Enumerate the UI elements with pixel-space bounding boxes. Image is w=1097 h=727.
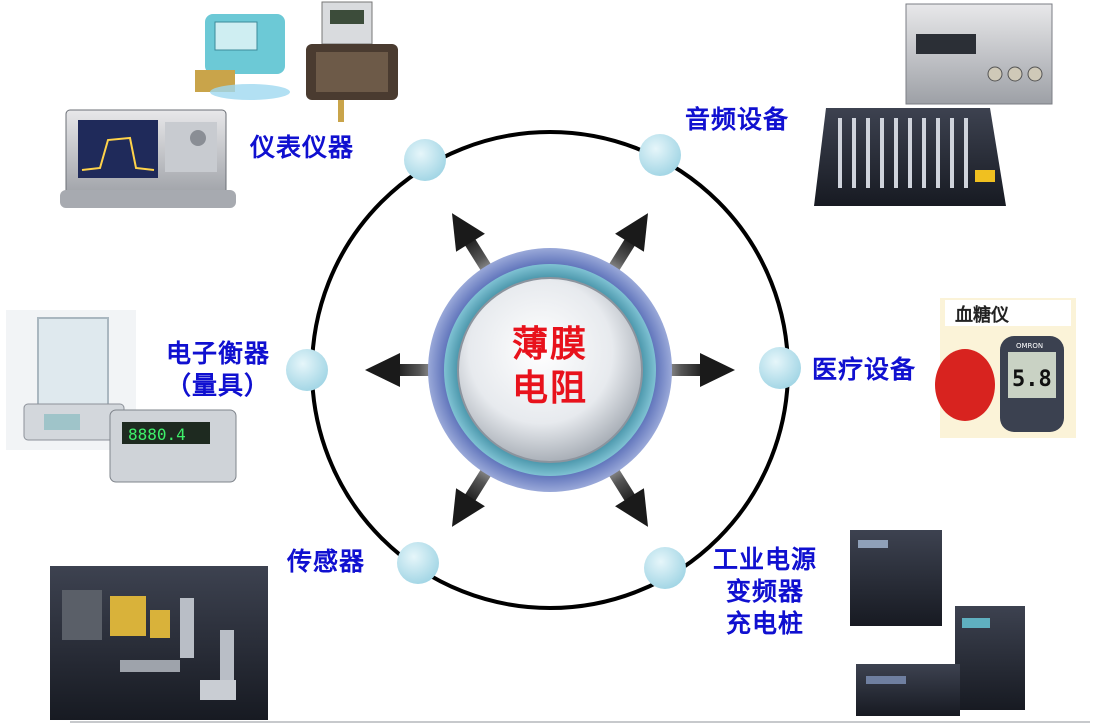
node-sensor: [397, 542, 439, 584]
label-scale-line1: 电子衡器: [165, 339, 270, 368]
node-scale: [286, 349, 328, 391]
center-hub: [428, 248, 672, 492]
water-meter-photo: [195, 14, 290, 100]
node-instruments: [404, 139, 446, 181]
label-scale-line2: （量具）: [165, 371, 270, 400]
center-title: 薄膜 电阻: [490, 323, 610, 411]
node-industrial: [644, 547, 686, 589]
label-industrial-line1: 工业电源: [712, 545, 817, 574]
power-supplies-photo: [850, 530, 1025, 716]
glucose-title-text: 血糖仪: [955, 304, 1010, 326]
center-title-line1: 薄膜: [511, 324, 588, 365]
label-medical: 医疗设备: [812, 355, 917, 384]
label-scale: 电子衡器 （量具）: [150, 338, 286, 402]
center-title-line2: 电阻: [511, 368, 588, 409]
node-audio: [639, 134, 681, 176]
glucose-brand-text: OMRON: [1016, 342, 1043, 350]
scale-display-text: 8880.4: [128, 425, 186, 444]
label-industrial-line2: 变频器: [725, 577, 804, 606]
spectrum-analyzer-photo: [60, 109, 236, 208]
flow-meter-photo: [306, 1, 398, 122]
label-audio: 音频设备: [685, 105, 790, 134]
glucose-reading-text: 5.8: [1012, 367, 1052, 392]
audio-mixer-photo: [814, 3, 1053, 206]
glucose-meter-photo: 血糖仪 5.8 OMRON: [935, 298, 1076, 438]
label-instruments: 仪表仪器: [250, 133, 355, 162]
ring-nodes: [286, 134, 801, 589]
label-sensor: 传感器: [287, 547, 366, 576]
node-medical: [759, 347, 801, 389]
electronic-balance-photo: 8880.4: [6, 310, 237, 483]
label-industrial-line3: 充电桩: [725, 609, 804, 638]
label-industrial: 工业电源 变频器 充电桩: [700, 544, 830, 640]
sensors-photo: [50, 566, 268, 720]
